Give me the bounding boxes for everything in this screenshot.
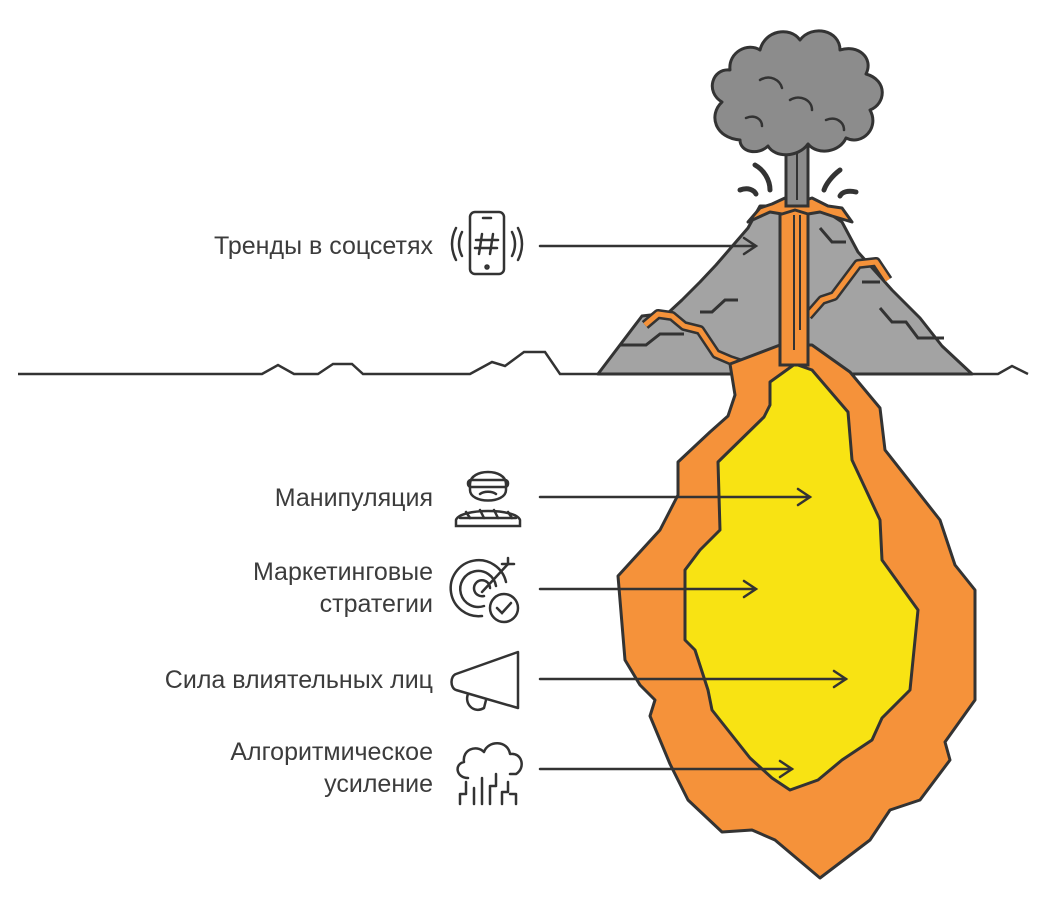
label-marketing: Маркетинговые стратегии: [73, 556, 433, 620]
lava-flow-left: [643, 311, 743, 367]
ground-line-right: [972, 364, 1029, 376]
label-manipulation: Манипуляция: [73, 482, 433, 514]
lava-splash: [737, 186, 759, 197]
rock-ledge: [700, 298, 738, 314]
rock-ledge: [818, 227, 846, 244]
lava-splash: [837, 188, 859, 199]
target-check-icon: [449, 556, 520, 624]
rock-ledge: [878, 307, 944, 340]
label-line: Тренды в соцсетях: [214, 232, 433, 260]
arrow-trends: [538, 236, 759, 256]
lava-flow-right: [806, 259, 891, 318]
megaphone-icon: [450, 650, 520, 711]
label-line: Маркетинговые: [252, 558, 433, 586]
label-line: Манипуляция: [274, 484, 433, 512]
arrow-influencers: [538, 669, 849, 689]
blindfolded-person-icon: [454, 470, 522, 528]
label-line: стратегии: [319, 590, 433, 618]
magma-core: [683, 362, 920, 792]
label-line: Сила влиятельных лиц: [164, 666, 433, 694]
label-line: усиление: [324, 770, 433, 798]
ground-line: [18, 350, 600, 376]
smartphone-hashtag-icon: [450, 210, 524, 276]
ash-cloud: [710, 29, 884, 157]
label-influencers: Сила влиятельных лиц: [73, 664, 433, 696]
arrow-marketing: [538, 579, 759, 599]
lava-splash: [821, 167, 843, 193]
arrow-algorithm: [538, 759, 795, 779]
label-algorithm: Алгоритмическое усиление: [73, 736, 433, 800]
label-line: Алгоритмическое: [230, 738, 433, 766]
lava-splash: [752, 162, 773, 193]
label-social-trends: Тренды в соцсетях: [73, 230, 433, 262]
rock-ledge: [620, 332, 684, 347]
cloud-circuit-icon: [456, 742, 523, 806]
lava-crown: [746, 196, 854, 224]
cloud-detail: [744, 76, 846, 132]
arrow-manipulation: [538, 487, 813, 507]
